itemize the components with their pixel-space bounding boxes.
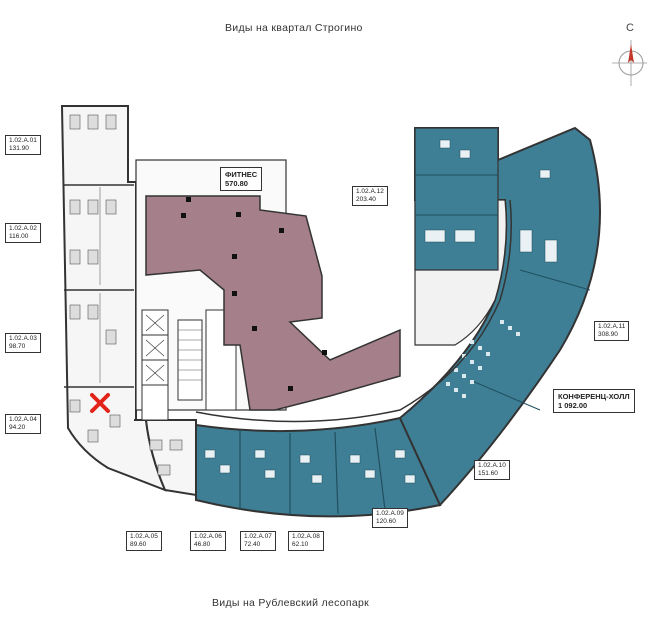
view-label-bottom: Виды на Рублевский лесопарк <box>212 597 370 609</box>
bottom-blue-offices <box>195 416 442 518</box>
fitness-area <box>145 195 401 411</box>
location-marker-icon <box>90 393 110 413</box>
left-wing <box>60 105 167 492</box>
compass-icon <box>612 40 647 86</box>
corridor-arc <box>195 199 512 423</box>
compass-north-letter: С <box>626 22 634 34</box>
unit-05-area <box>134 419 197 497</box>
view-label-top: Виды на квартал Строгино <box>225 22 363 34</box>
right-blue-wing <box>398 126 601 507</box>
